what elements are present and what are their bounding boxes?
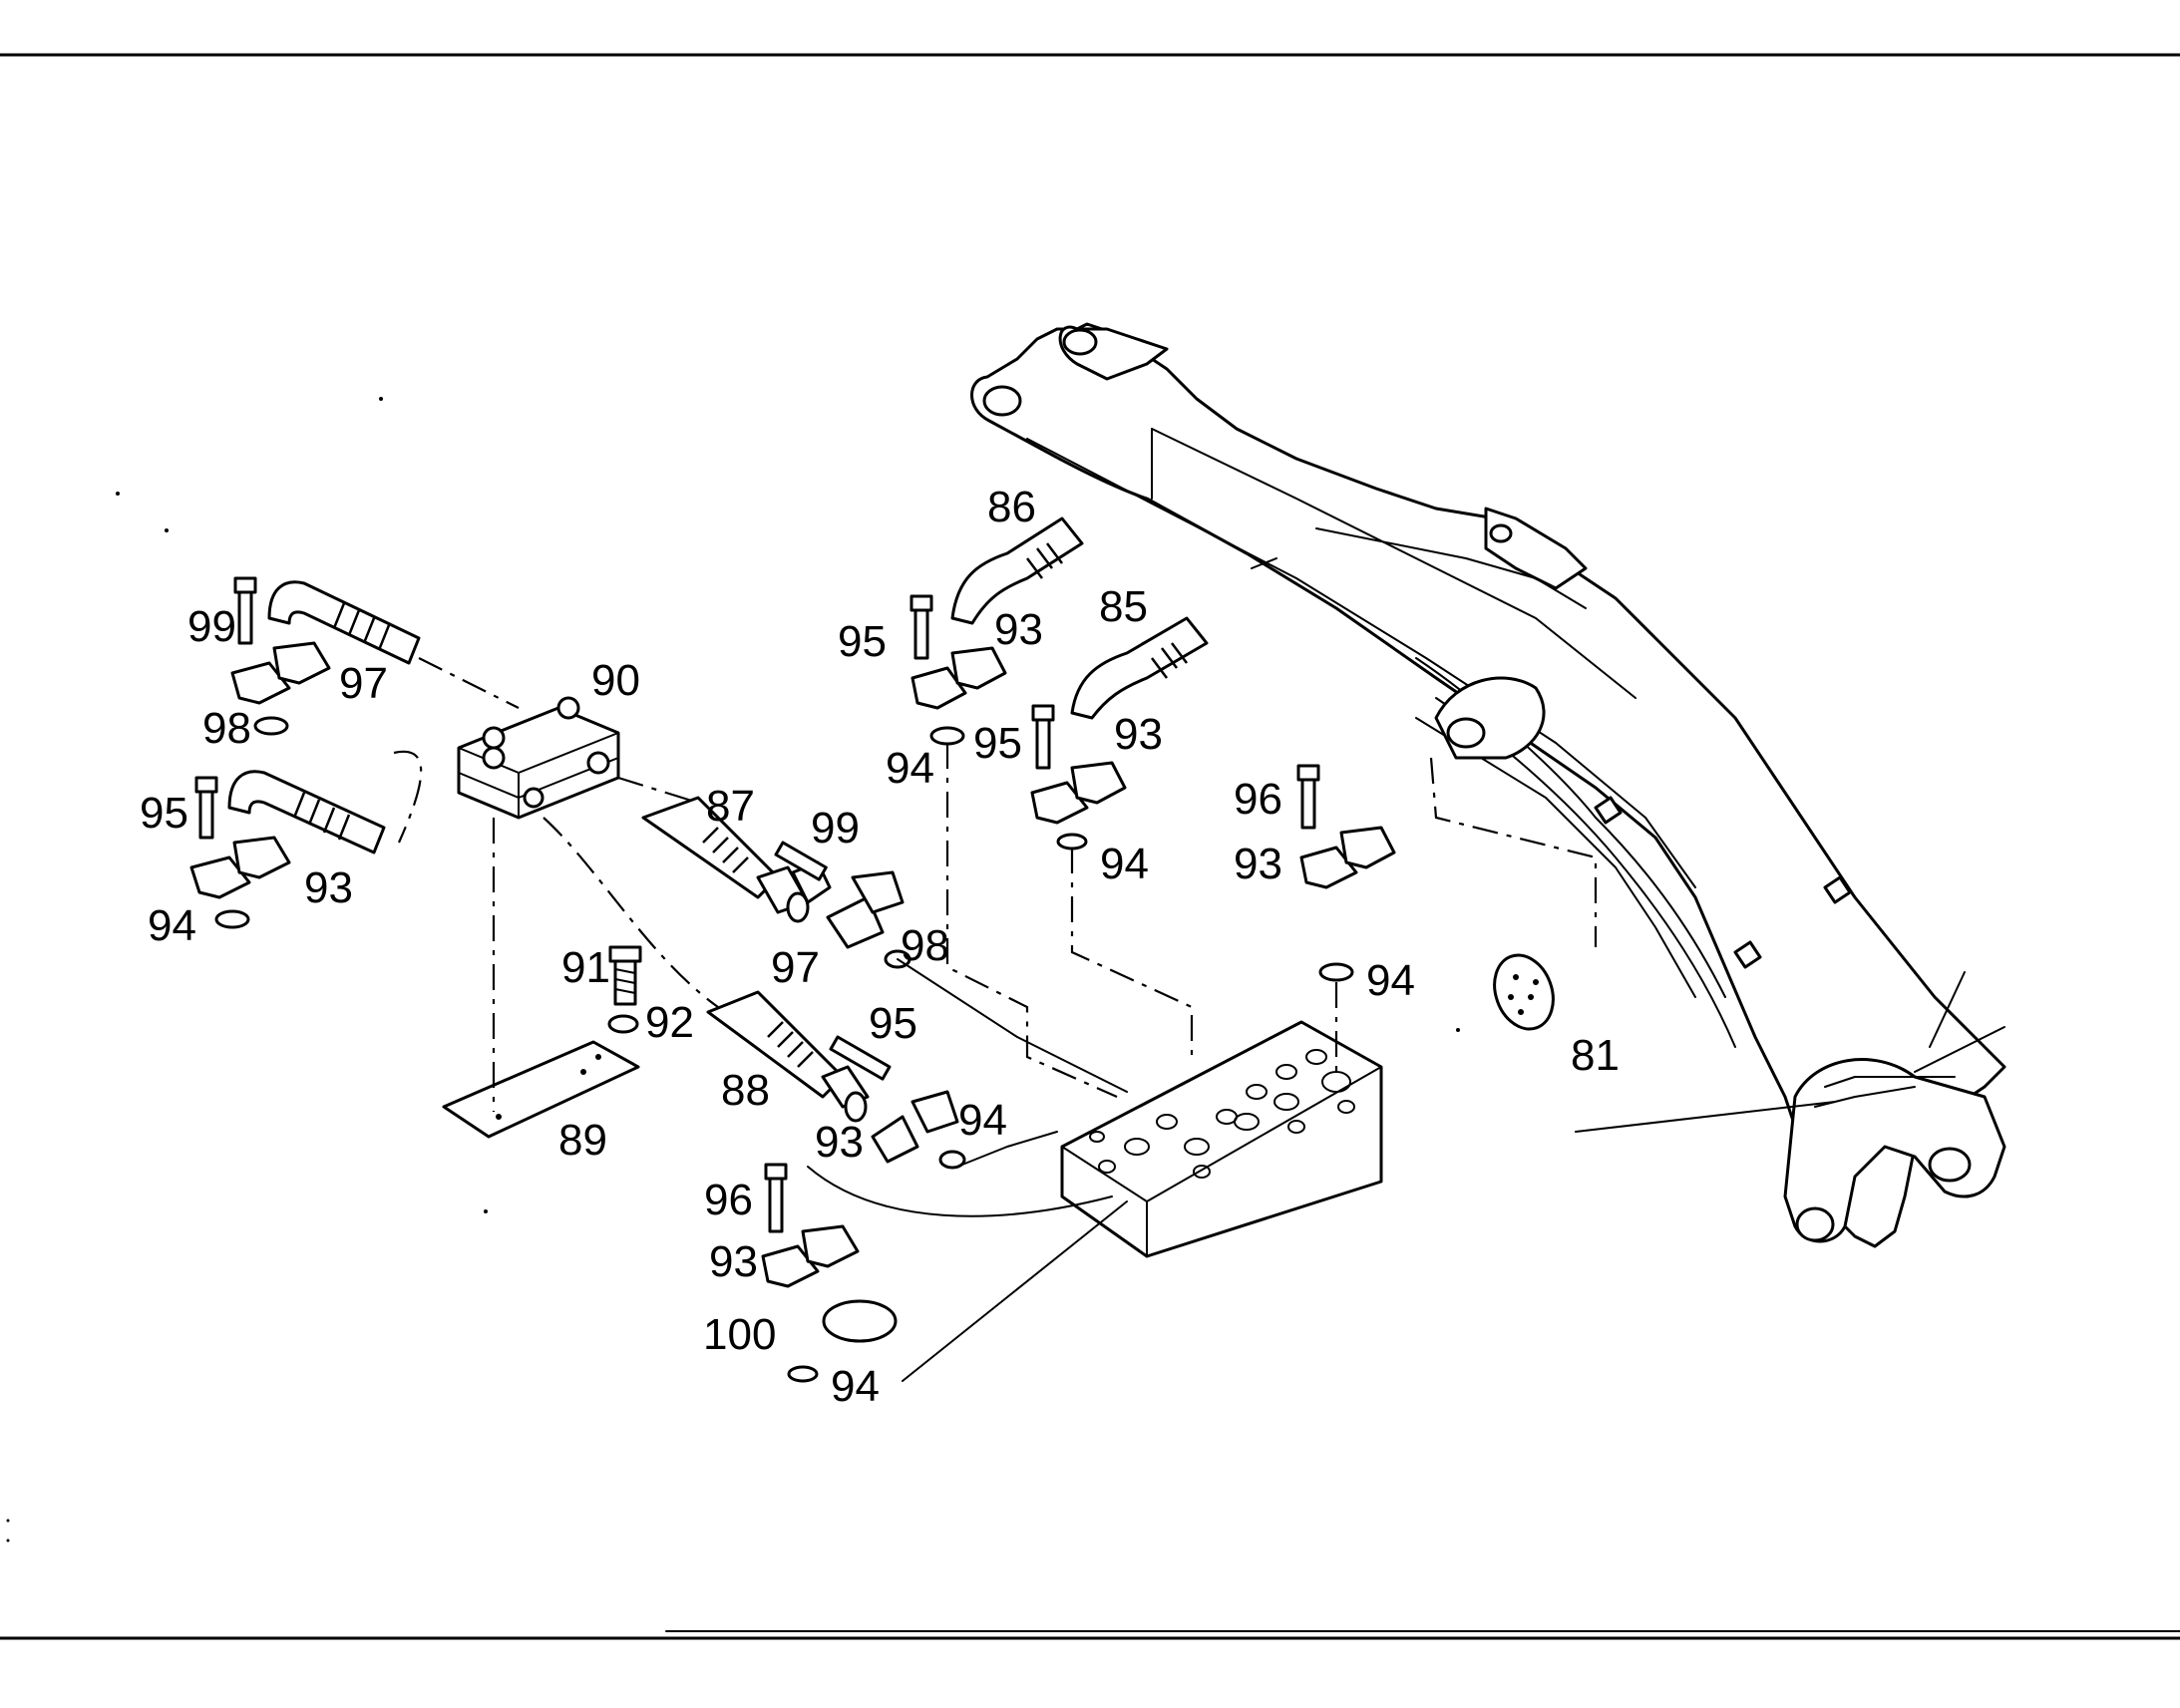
connector-lines: [393, 557, 1598, 1382]
callout-94: 94: [1100, 840, 1149, 888]
callout-95: 95: [838, 617, 887, 666]
callout-93: 93: [1234, 840, 1282, 888]
callout-93: 93: [994, 605, 1043, 654]
flange-clamps: [189, 576, 1396, 1383]
callout-93: 93: [1114, 710, 1163, 759]
callout-98: 98: [202, 704, 251, 753]
callout-95: 95: [869, 999, 917, 1048]
hose-88: [706, 990, 870, 1123]
callout-99: 99: [187, 602, 236, 651]
hose-left-lower: [227, 770, 386, 854]
callout-86: 86: [987, 483, 1036, 531]
callout-95: 95: [140, 789, 188, 838]
callout-93: 93: [815, 1118, 864, 1167]
callout-93: 93: [304, 863, 353, 912]
callout-90: 90: [591, 656, 640, 705]
hose-86: [950, 516, 1084, 625]
callout-81: 81: [1571, 1031, 1620, 1080]
callout-85: 85: [1099, 582, 1148, 631]
callout-labels: 81 85 86 87 88 89 90 91 92 93 93 93 93 9…: [140, 483, 1620, 1411]
hose-87: [641, 796, 810, 923]
callout-89: 89: [558, 1116, 607, 1165]
callout-99: 99: [811, 804, 860, 853]
callout-93: 93: [709, 1237, 758, 1286]
callout-98: 98: [901, 921, 949, 970]
callout-96: 96: [1234, 775, 1282, 824]
clamp-block-90: [457, 696, 620, 820]
stray-marks: [6, 397, 1460, 1542]
part-81-disc: [1493, 953, 1555, 1031]
hose-85: [1070, 616, 1209, 720]
callout-95: 95: [973, 719, 1022, 768]
callout-97: 97: [339, 659, 388, 708]
callout-92: 92: [645, 998, 694, 1047]
base-plate-89: [442, 1040, 640, 1139]
callout-94: 94: [886, 744, 934, 793]
bolt-91-washer-92: [607, 945, 642, 1034]
callout-87: 87: [706, 782, 755, 831]
callout-94: 94: [958, 1096, 1007, 1145]
callout-100: 100: [703, 1310, 776, 1359]
callout-97: 97: [771, 943, 820, 992]
boom-arm: [970, 322, 2006, 1248]
callout-94: 94: [831, 1362, 880, 1411]
valve-block: [1060, 1020, 1383, 1258]
callout-94: 94: [148, 901, 196, 950]
callout-96: 96: [704, 1176, 753, 1224]
hose-left-upper: [267, 580, 421, 665]
drawing-frame: [0, 53, 2180, 1640]
callout-91: 91: [561, 943, 610, 992]
callout-88: 88: [721, 1066, 770, 1115]
callout-94: 94: [1366, 956, 1415, 1005]
